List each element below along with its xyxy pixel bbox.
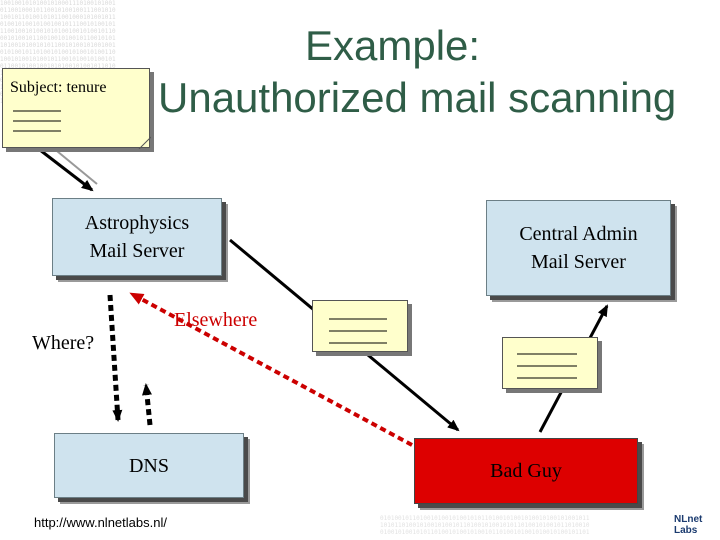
dns-node: DNS: [54, 433, 244, 498]
central-admin-label-line-1: Central Admin: [519, 223, 638, 245]
footer-binary-pattern: 0101001011010010100101001010110100101001…: [380, 515, 590, 536]
nlnet-labs-logo: NLnet Labs: [674, 514, 720, 540]
astrophysics-label-line-2: Mail Server: [89, 240, 185, 262]
arrow-dns-to-astrophysics-dashed: [142, 383, 153, 426]
slide-title-line-2: Unauthorized mail scanning: [158, 74, 677, 121]
email-note-subject: [2, 68, 151, 149]
bad-guy-node: Bad Guy: [414, 438, 638, 504]
note-lines-icon: [517, 353, 577, 379]
logo-line-1: NLnet: [674, 514, 703, 525]
bad-guy-label: Bad Guy: [490, 460, 562, 482]
slide-title-line-1: Example:: [305, 22, 481, 69]
arrow-astrophysics-to-dns-dashed: [107, 294, 123, 422]
astrophysics-label-line-1: Astrophysics: [84, 212, 190, 234]
email-note-forwarded: [502, 337, 598, 389]
footer-url: http://www.nlnetlabs.nl/: [34, 515, 167, 530]
email-note-intercepted: [312, 300, 408, 352]
note-lines-icon: [13, 110, 151, 149]
dns-label: DNS: [128, 454, 169, 477]
where-label: Where?: [32, 332, 95, 354]
central-admin-mail-server-node: Central Admin Mail Server: [486, 200, 671, 296]
astrophysics-mail-server-node: Astrophysics Mail Server: [52, 198, 222, 276]
central-admin-label-line-2: Mail Server: [531, 251, 626, 273]
arrow-note-to-astrophysics: [39, 148, 94, 192]
note-lines-icon: [329, 318, 387, 344]
logo-line-2: Labs: [674, 525, 698, 536]
email-subject-text: Subject: tenure: [10, 79, 107, 96]
elsewhere-label: Elsewhere: [174, 309, 258, 331]
